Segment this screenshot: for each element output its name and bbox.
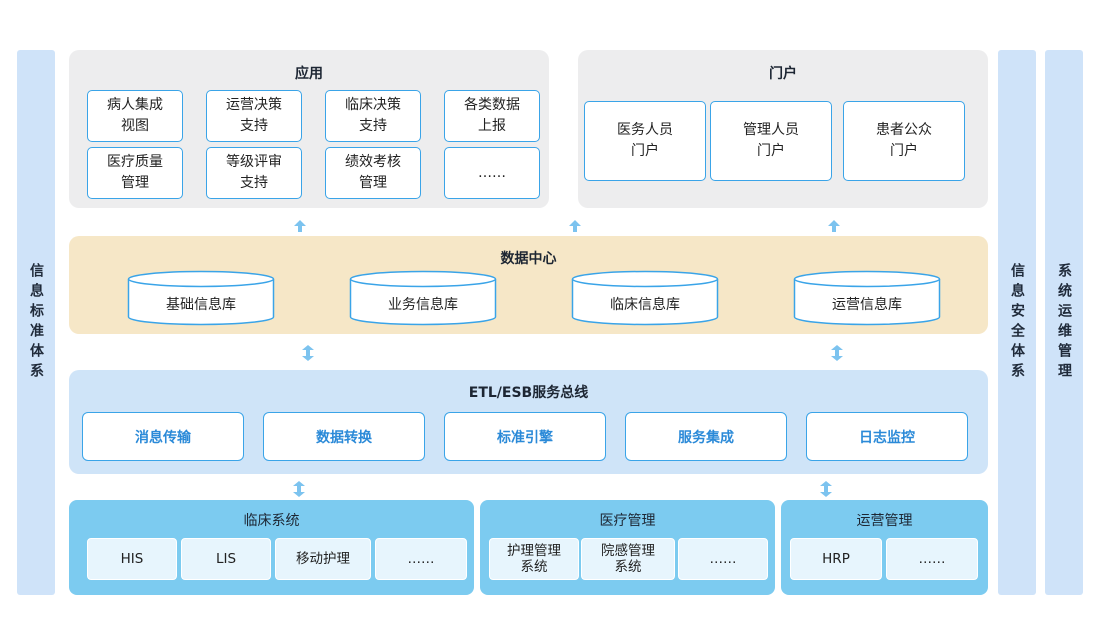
arrow-up-icon [569,220,581,232]
clinical-his: HIS [87,538,177,580]
esb-log-monitoring: 日志监控 [806,412,968,461]
database-clinical-info: 临床信息库 [571,270,719,326]
data-center-title: 数据中心 [500,251,557,267]
portal-patient-public: 患者公众 门户 [843,101,965,181]
database-icon [349,270,497,326]
info-standard-system-label: 信息标准体系 [28,262,44,383]
app-data-report: 各类数据 上报 [444,90,540,142]
database-basic-info: 基础信息库 [127,270,275,326]
info-standard-system-bar: 信息标准体系 [17,50,55,595]
info-security-system-label: 信息安全体系 [1009,262,1025,383]
application-panel: 应用 病人集成 视图 运营决策 支持 临床决策 支持 各类数据 上报 医疗质量 … [69,50,549,208]
arrow-up-icon [294,220,306,232]
system-ops-management-bar: 系统运维管理 [1045,50,1083,595]
medical-management-title: 医疗管理 [599,513,656,529]
esb-title: ETL/ESB服务总线 [468,385,589,401]
database-icon [793,270,941,326]
clinical-systems-title: 临床系统 [243,513,300,529]
medical-management-panel: 医疗管理 护理管理 系统 院感管理 系统 …… [480,500,775,595]
portal-title: 门户 [769,66,797,82]
database-icon [571,270,719,326]
clinical-systems-panel: 临床系统 HIS LIS 移动护理 …… [69,500,474,595]
arrow-updown-icon [820,481,832,497]
app-ops-decision: 运营决策 支持 [206,90,302,142]
app-grade-review: 等级评审 支持 [206,147,302,199]
portal-management-staff: 管理人员 门户 [710,101,832,181]
arrow-updown-icon [293,481,305,497]
app-quality-management: 医疗质量 管理 [87,147,183,199]
medical-nursing-system: 护理管理 系统 [489,538,579,580]
operation-hrp: HRP [790,538,882,580]
medical-more: …… [678,538,768,580]
database-operation-info: 运营信息库 [793,270,941,326]
operation-management-panel: 运营管理 HRP …… [781,500,988,595]
clinical-lis: LIS [181,538,271,580]
info-security-system-bar: 信息安全体系 [998,50,1036,595]
esb-standard-engine: 标准引擎 [444,412,606,461]
clinical-mobile-nursing: 移动护理 [275,538,371,580]
operation-more: …… [886,538,978,580]
esb-service-integration: 服务集成 [625,412,787,461]
database-clinical-info-label: 临床信息库 [610,297,680,313]
database-business-info-label: 业务信息库 [388,297,458,313]
esb-message-transport: 消息传输 [82,412,244,461]
clinical-more: …… [375,538,467,580]
database-operation-info-label: 运营信息库 [832,297,902,313]
esb-panel: ETL/ESB服务总线 消息传输 数据转换 标准引擎 服务集成 日志监控 [69,370,988,474]
app-patient-view: 病人集成 视图 [87,90,183,142]
arrow-up-icon [828,220,840,232]
database-icon [127,270,275,326]
portal-panel: 门户 医务人员 门户 管理人员 门户 患者公众 门户 [578,50,988,208]
database-business-info: 业务信息库 [349,270,497,326]
arrow-updown-icon [302,345,314,361]
application-title: 应用 [295,66,323,82]
esb-data-conversion: 数据转换 [263,412,425,461]
portal-medical-staff: 医务人员 门户 [584,101,706,181]
system-ops-management-label: 系统运维管理 [1056,262,1072,383]
operation-management-title: 运营管理 [856,513,913,529]
data-center-panel: 数据中心 基础信息库 业务信息库 临床信息库 运营信息库 [69,236,988,334]
arrow-updown-icon [831,345,843,361]
app-clinical-decision: 临床决策 支持 [325,90,421,142]
app-performance-review: 绩效考核 管理 [325,147,421,199]
app-more: …… [444,147,540,199]
database-basic-info-label: 基础信息库 [166,297,236,313]
medical-infection-system: 院感管理 系统 [581,538,675,580]
